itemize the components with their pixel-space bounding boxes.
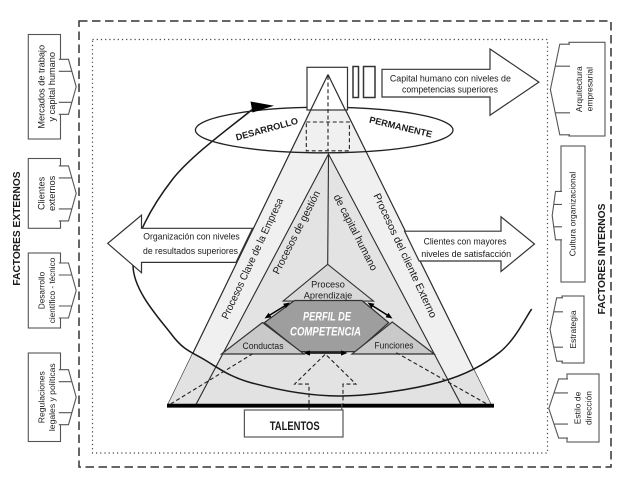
svg-text:dirección: dirección [584, 391, 594, 425]
svg-text:Estrategia: Estrategia [568, 310, 578, 349]
svg-text:Mercados de trabajo: Mercados de trabajo [37, 45, 47, 129]
svg-text:COMPETENCIA: COMPETENCIA [290, 327, 361, 339]
svg-text:y capital humano: y capital humano [47, 52, 57, 121]
svg-text:Proceso: Proceso [311, 280, 345, 290]
svg-text:Funciones: Funciones [375, 341, 414, 352]
svg-text:Estilo de: Estilo de [573, 391, 583, 424]
svg-text:empresarial: empresarial [585, 67, 595, 112]
svg-text:Regulaciones: Regulaciones [37, 371, 47, 423]
svg-text:Desarrollo: Desarrollo [38, 271, 47, 309]
svg-text:Capital humano con niveles de: Capital humano con niveles de [390, 73, 511, 83]
svg-text:de resultados superiores: de resultados superiores [143, 246, 238, 256]
svg-text:Arquitectura: Arquitectura [574, 66, 584, 112]
svg-text:Clientes: Clientes [37, 176, 47, 210]
svg-text:TALENTOS: TALENTOS [270, 421, 320, 433]
svg-text:Organización con niveles: Organización con niveles [143, 231, 240, 241]
svg-text:científico - técnico: científico - técnico [48, 257, 57, 323]
svg-text:Conductas: Conductas [243, 341, 284, 352]
svg-text:FACTORES EXTERNOS: FACTORES EXTERNOS [12, 171, 23, 285]
svg-text:Aprendizaje: Aprendizaje [304, 291, 353, 301]
svg-text:competencias superiores: competencias superiores [402, 84, 498, 94]
svg-text:Cultura organizacional: Cultura organizacional [568, 172, 578, 257]
svg-text:PERFIL DE: PERFIL DE [303, 312, 351, 324]
svg-text:legales y políticas: legales y políticas [47, 363, 57, 431]
svg-text:externos: externos [47, 175, 57, 211]
svg-text:FACTORES INTERNOS: FACTORES INTERNOS [597, 203, 608, 314]
svg-text:niveles de satisfacción: niveles de satisfacción [421, 249, 511, 259]
svg-text:Clientes con mayores: Clientes con mayores [424, 237, 507, 247]
